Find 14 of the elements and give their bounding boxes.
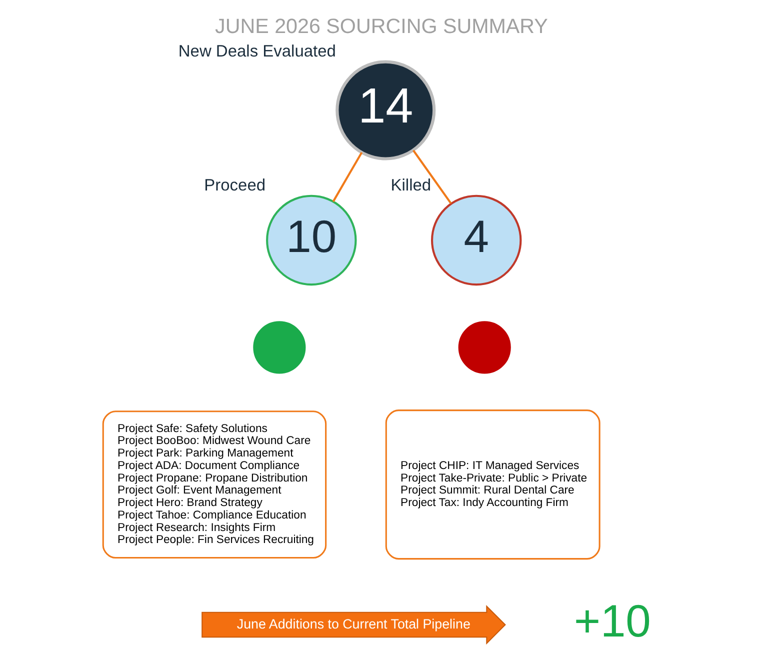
node-label: Proceed: [204, 176, 266, 195]
connector: [412, 150, 452, 204]
diagram-title: JUNE 2026 SOURCING SUMMARY: [214, 14, 548, 38]
node-box: Project CHIP: IT Managed Services Project Take-Private: Public > Private Project Summit: Rural Dental Care Project Tax: Indy Accounting Firm: [384, 410, 600, 560]
label: +10: [573, 595, 650, 646]
node-circle: [458, 321, 510, 374]
node-circle: 4: [430, 194, 522, 286]
node-label: New Deals Evaluated: [178, 42, 336, 60]
node-circle: [252, 321, 306, 374]
node-box: Project Safe: Safety Solutions Project BooBoo: Midwest Wound Care Project Park: Parking Management Project ADA: Document Compliance Project Propane: Propane Distribution Project Golf: Event Management Project Hero: Brand Strategy Project Tahoe: Compliance Education Project Research: Insights Firm Project People: Fin Services Recruiting: [102, 410, 326, 559]
node-circle: 10: [266, 194, 356, 286]
connector: [332, 152, 362, 202]
node-label: Killed: [390, 176, 431, 195]
node-circle: 14: [335, 60, 436, 160]
